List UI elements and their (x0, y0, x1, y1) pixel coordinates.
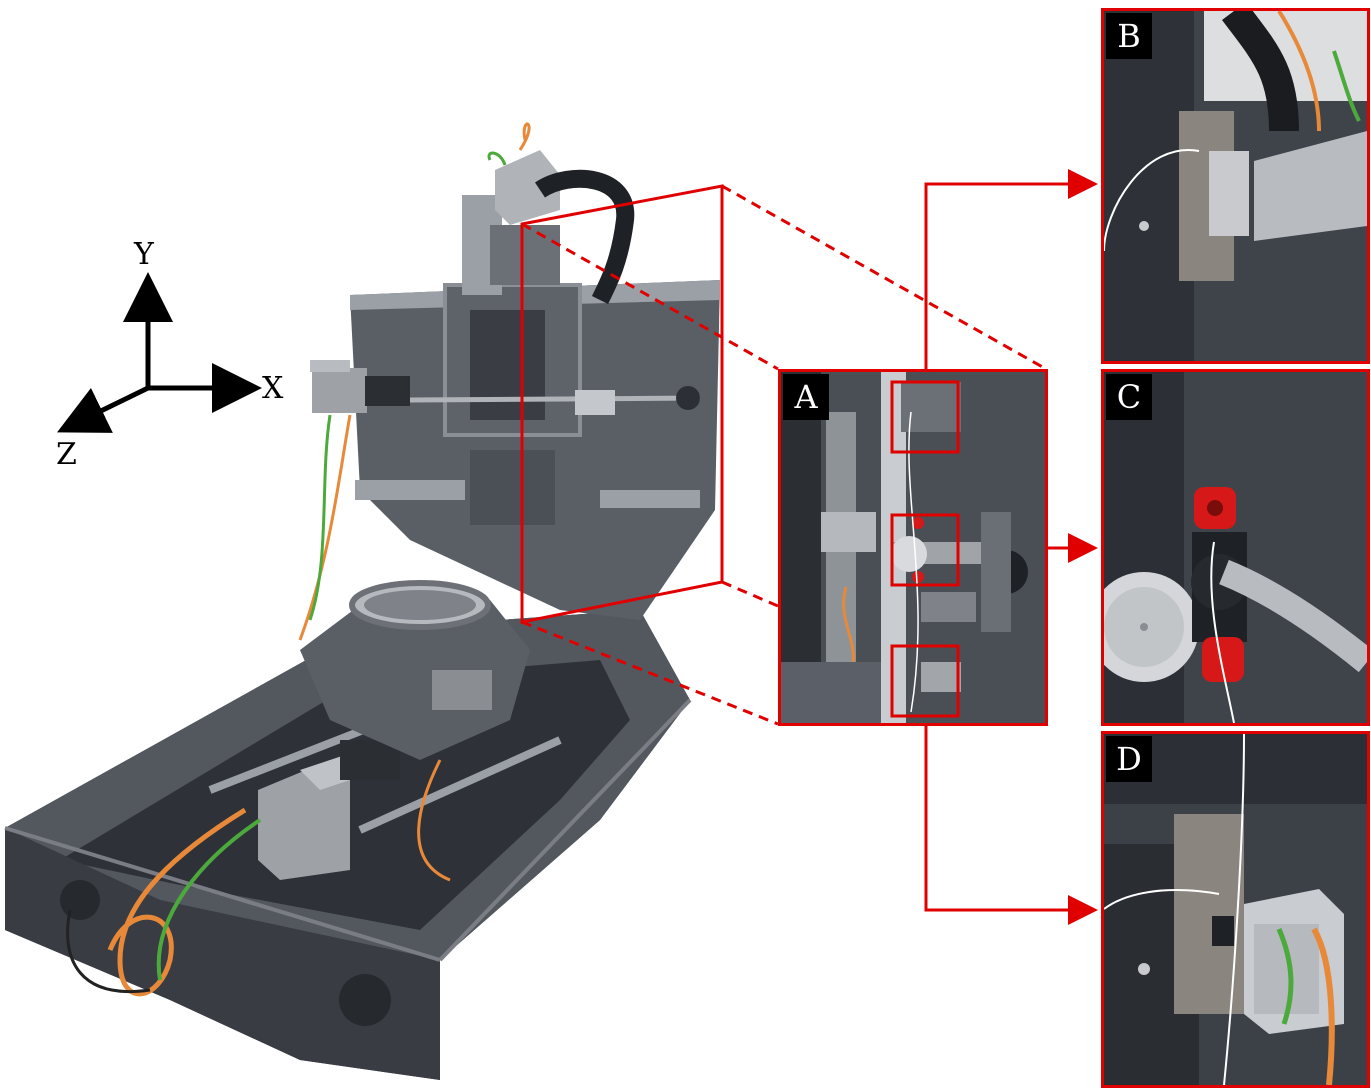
y-axis-slide (462, 150, 635, 305)
x-axis-label: X (262, 371, 284, 406)
panel-a-label: A (783, 374, 829, 420)
panel-b-label: B (1106, 13, 1152, 59)
panel-a: A (778, 369, 1048, 726)
panel-c-photo (1104, 372, 1367, 723)
x-axis-motor (310, 360, 410, 413)
callout-dashed-connectors (521, 184, 1047, 726)
rotary-table (300, 580, 530, 760)
panel-d-label: D (1106, 736, 1152, 782)
panel-d: D (1101, 731, 1370, 1088)
z-axis-label: Z (56, 437, 77, 472)
panel-a-photo (781, 372, 1045, 723)
panel-b: B (1101, 8, 1370, 364)
coordinate-axes (57, 272, 262, 433)
y-axis-label: Y (134, 237, 154, 272)
panel-d-photo (1104, 734, 1367, 1085)
machine-column (350, 280, 720, 620)
cables (66, 122, 531, 997)
panel-b-photo (1104, 11, 1367, 361)
bed-motor (258, 740, 400, 880)
panel-c-label: C (1106, 374, 1152, 420)
panel-c: C (1101, 369, 1370, 726)
